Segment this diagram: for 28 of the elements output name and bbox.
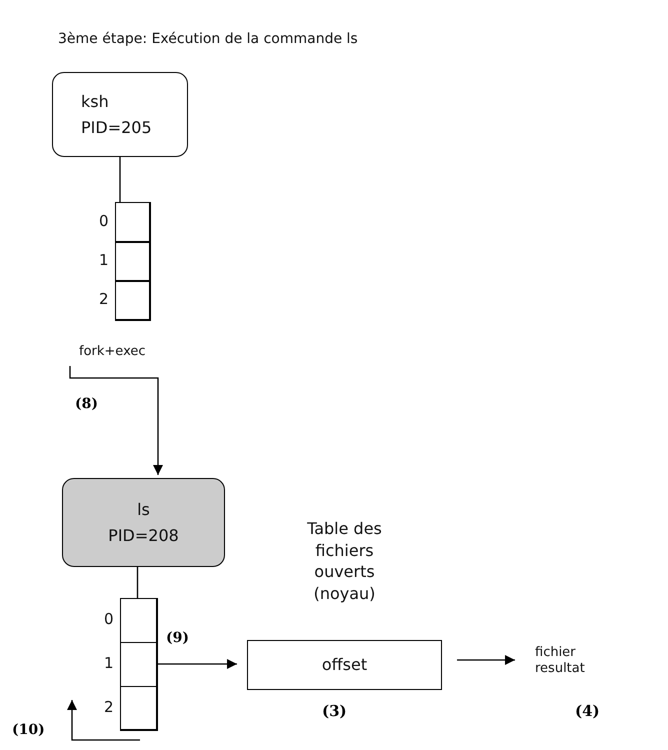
callout-number: (8)	[75, 396, 98, 412]
table-caption: Table des fichiers ouverts (noyau)	[306, 518, 383, 604]
title: 3ème étape: Exécution de la commande ls	[58, 31, 358, 47]
node-text: ksh	[81, 92, 109, 112]
node-text: fichier resultat	[535, 645, 586, 677]
slot-number: 1	[104, 654, 114, 672]
slot-number: 0	[104, 610, 114, 628]
slot-number: 2	[104, 698, 114, 716]
slot-number: 2	[99, 290, 109, 308]
descriptor-table	[115, 202, 150, 320]
descriptor-slot	[120, 686, 158, 731]
slot-number: 1	[99, 251, 109, 269]
process-box	[52, 72, 188, 157]
callout-number: (4)	[575, 702, 600, 720]
callout-number: (9)	[166, 630, 189, 646]
process-box	[247, 640, 442, 690]
descriptor-slot	[114, 240, 151, 282]
slot-number: 0	[99, 212, 109, 230]
descriptor-slot	[114, 202, 151, 243]
node-text: ls	[137, 500, 150, 520]
callout-number: (10)	[12, 722, 45, 738]
process-box	[62, 478, 225, 567]
node-text: PID=205	[81, 118, 152, 137]
callout-number: (3)	[322, 702, 347, 720]
node-text: PID=208	[108, 526, 179, 545]
descriptor-table	[120, 598, 157, 730]
node-text: offset	[322, 655, 368, 675]
descriptor-slot	[114, 280, 151, 321]
